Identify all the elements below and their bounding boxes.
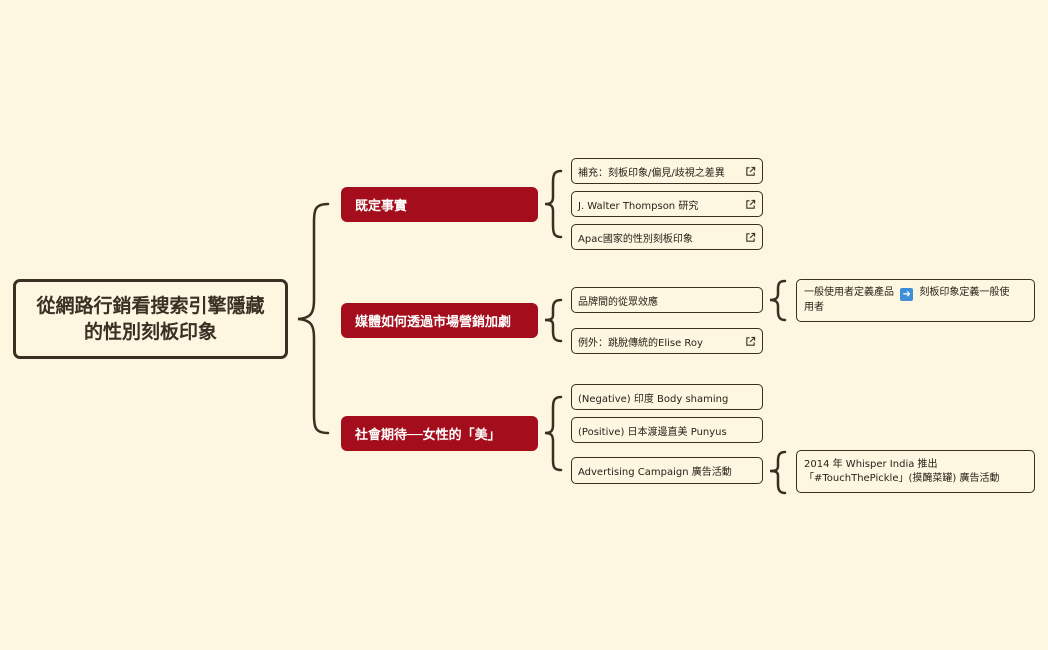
branch-3-brace (544, 395, 563, 472)
topic-apac-stereotypes[interactable]: Apac國家的性別刻板印象 (571, 224, 763, 250)
branch-1-brace (544, 169, 563, 239)
root-brace (297, 202, 330, 435)
branch-media-marketing[interactable]: 媒體如何透過市場營銷加劇 (341, 303, 538, 338)
topic-brand-conformity[interactable]: 品牌間的從眾效應 (571, 287, 763, 313)
topic-label: J. Walter Thompson 研究 (578, 200, 699, 212)
topic-label: (Negative) 印度 Body shaming (578, 393, 729, 405)
detail-text-before: 一般使用者定義產品 (804, 287, 898, 298)
external-link-icon[interactable] (745, 336, 756, 347)
detail-text: 一般使用者定義產品 ➜ 刻板印象定義一般使 用者 (804, 286, 1009, 315)
topic-stereotype-difference[interactable]: 補充：刻板印象/偏見/歧視之差異 (571, 158, 763, 184)
topic-elise-roy[interactable]: 例外：跳脫傳統的Elise Roy (571, 328, 763, 354)
branch-established-facts[interactable]: 既定事實 (341, 187, 538, 222)
branch-label: 社會期待──女性的「美」 (355, 428, 501, 443)
topic-label: 補充：刻板印象/偏見/歧視之差異 (578, 167, 725, 179)
topic-label: 例外：跳脫傳統的Elise Roy (578, 337, 703, 349)
external-link-icon[interactable] (745, 199, 756, 210)
root-topic-title: 從網路行銷看搜索引擎隱藏 的性別刻板印象 (36, 295, 265, 343)
topic-body-shaming[interactable]: (Negative) 印度 Body shaming (571, 384, 763, 410)
detail-2-brace (769, 450, 787, 495)
branch-2-brace (544, 298, 563, 343)
external-link-icon[interactable] (745, 232, 756, 243)
topic-label: Advertising Campaign 廣告活動 (578, 467, 732, 478)
topic-label: 品牌間的從眾效應 (578, 296, 658, 308)
topic-naomi-watanabe[interactable]: (Positive) 日本渡邊直美 Punyus (571, 417, 763, 443)
topic-label: Apac國家的性別刻板印象 (578, 233, 693, 245)
external-link-icon[interactable] (745, 166, 756, 177)
branch-social-expectation[interactable]: 社會期待──女性的「美」 (341, 416, 538, 451)
topic-jwt-research[interactable]: J. Walter Thompson 研究 (571, 191, 763, 217)
root-topic[interactable]: 從網路行銷看搜索引擎隱藏 的性別刻板印象 (13, 279, 288, 359)
detail-1-brace (769, 279, 787, 322)
topic-label: (Positive) 日本渡邊直美 Punyus (578, 426, 727, 438)
branch-label: 既定事實 (355, 199, 408, 214)
topic-advertising-campaign[interactable]: Advertising Campaign 廣告活動 (571, 457, 763, 484)
branch-label: 媒體如何透過市場營銷加劇 (355, 315, 512, 330)
detail-text: 2014 年 Whisper India 推出 「#TouchThePickle… (804, 458, 1000, 484)
detail-text-after: 刻板印象定義一般使 用者 (804, 287, 1010, 313)
detail-conformity-cycle[interactable]: 一般使用者定義產品 ➜ 刻板印象定義一般使 用者 (796, 279, 1035, 322)
right-arrow-icon: ➜ (900, 288, 914, 301)
detail-touch-the-pickle[interactable]: 2014 年 Whisper India 推出 「#TouchThePickle… (796, 450, 1035, 493)
